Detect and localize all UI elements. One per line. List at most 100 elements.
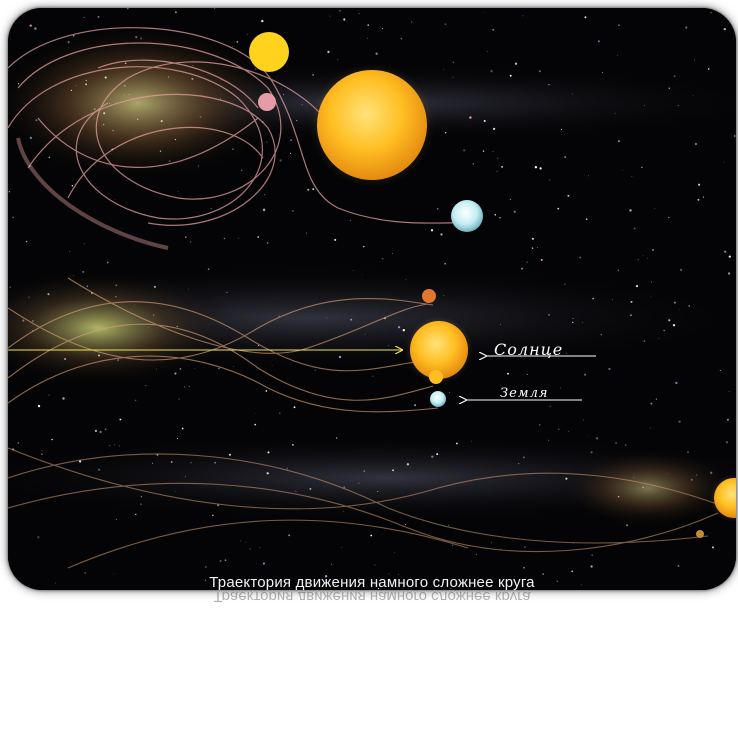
star [601,72,604,74]
star [301,104,303,106]
star [35,119,38,122]
star [148,326,149,328]
star [531,237,534,240]
star [83,243,85,245]
star [246,34,248,36]
star [213,8,216,9]
star [41,449,43,452]
star [734,15,736,17]
star [55,582,57,584]
star [487,51,488,52]
star [9,286,11,288]
star [650,427,651,429]
star [591,554,593,556]
star [21,586,23,587]
star [245,541,246,543]
star [595,437,599,440]
star [405,278,407,280]
star [262,562,265,565]
star [358,482,360,484]
star [282,93,285,96]
star [117,359,119,361]
earth-icon [430,391,446,407]
star [288,534,291,537]
star [673,301,676,304]
star [677,105,679,107]
star [560,387,561,389]
star [254,423,257,426]
illustration-frame: Солнце Земля Траектория движения намного… [8,8,736,590]
star [97,354,101,357]
star [538,70,541,73]
star [642,486,644,488]
star [69,251,70,252]
star [343,18,346,21]
star [174,138,177,141]
star [115,296,117,298]
star [174,372,177,375]
star [363,470,365,472]
star [629,209,632,212]
star [522,15,524,17]
star [119,418,122,421]
star [145,385,147,387]
star [710,471,713,474]
star [363,245,365,248]
star [76,85,77,87]
star [677,564,680,567]
caption-reflection: Траектория движения намного сложнее круг… [213,592,531,605]
star [698,183,701,186]
star [104,76,107,79]
star [509,74,512,77]
star [83,16,85,18]
star [618,140,620,142]
sun-icon [714,478,736,518]
star [372,375,374,377]
star [267,451,270,454]
star [264,194,266,196]
helix-orbits-middle [8,277,439,413]
star [672,324,676,327]
star [542,573,544,575]
star [624,444,627,446]
star [406,463,410,466]
star [564,283,566,286]
star [483,119,486,123]
star [592,297,594,300]
star [109,102,110,104]
star [631,176,633,177]
star [334,583,336,585]
star [582,322,583,324]
star [548,84,550,86]
star [436,207,439,210]
star [687,451,689,453]
star [32,329,33,331]
star [67,41,70,44]
star [362,274,364,276]
star [134,304,136,306]
star [540,258,543,261]
star [734,135,736,137]
star [364,334,366,335]
star [723,161,725,163]
star [482,150,485,152]
star [151,462,153,464]
star [140,503,142,506]
star [197,165,199,167]
star [326,317,328,319]
star [94,429,98,433]
star [329,15,331,17]
star [228,453,231,456]
star [324,575,328,578]
star [293,406,296,409]
star [124,62,127,65]
star [652,249,654,251]
star [728,390,730,392]
star [647,257,649,259]
star [262,208,266,211]
star [199,116,202,118]
star [572,318,574,320]
star [37,536,40,539]
star [590,565,593,568]
star [726,418,729,421]
